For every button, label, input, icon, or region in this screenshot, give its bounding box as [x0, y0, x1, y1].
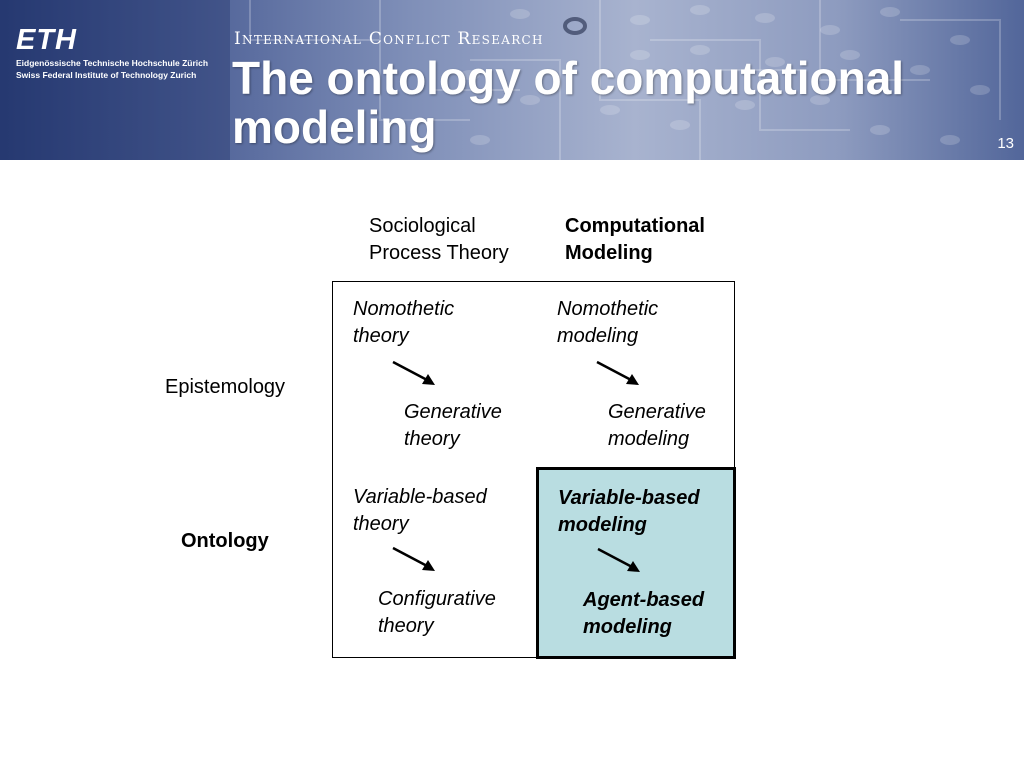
- row-header-epistemology: Epistemology: [165, 376, 286, 398]
- arrow-down-right-icon: [597, 547, 640, 572]
- cell-epistemology-sociological: Nomothetic theory Generative theory: [332, 281, 538, 469]
- row-header-ontology: Ontology: [181, 530, 269, 552]
- header-banner: ETH Eidgenössische Technische Hochschule…: [0, 0, 1024, 160]
- banner-background-art: [0, 0, 1001, 160]
- group-name: International Conflict Research: [234, 29, 544, 49]
- column-header-computational-modeling: Computational Modeling: [565, 215, 705, 264]
- cell-from-label: Variable-based modeling: [558, 487, 700, 536]
- cell-from-label: Variable-based theory: [353, 486, 487, 535]
- institution-name-german: Eidgenössische Technische Hochschule Zür…: [16, 58, 209, 68]
- arrow-down-right-icon: [596, 360, 639, 385]
- cell-from-label: Nomothetic theory: [353, 298, 455, 347]
- cell-to-label: Agent-based modeling: [583, 589, 705, 638]
- cell-to-label: Generative modeling: [608, 401, 706, 450]
- cell-to-label: Configurative theory: [378, 588, 496, 637]
- page-number: 13: [997, 135, 1014, 152]
- cell-ontology-sociological: Variable-based theory Configurative theo…: [332, 468, 538, 658]
- eth-logo: ETH: [16, 24, 77, 56]
- institution-name-english: Swiss Federal Institute of Technology Zu…: [16, 70, 197, 80]
- cell-to-label: Generative theory: [404, 401, 502, 450]
- arrow-down-right-icon: [392, 360, 435, 385]
- arrow-down-right-icon: [392, 546, 435, 571]
- cell-from-label: Nomothetic modeling: [557, 298, 659, 347]
- cell-ontology-computational-highlighted: Variable-based modeling Agent-based mode…: [536, 467, 736, 659]
- column-header-sociological-process-theory: Sociological Process Theory: [369, 215, 509, 264]
- slide-title: The ontology of computational modeling: [232, 52, 905, 153]
- cell-epistemology-computational: Nomothetic modeling Generative modeling: [537, 281, 735, 469]
